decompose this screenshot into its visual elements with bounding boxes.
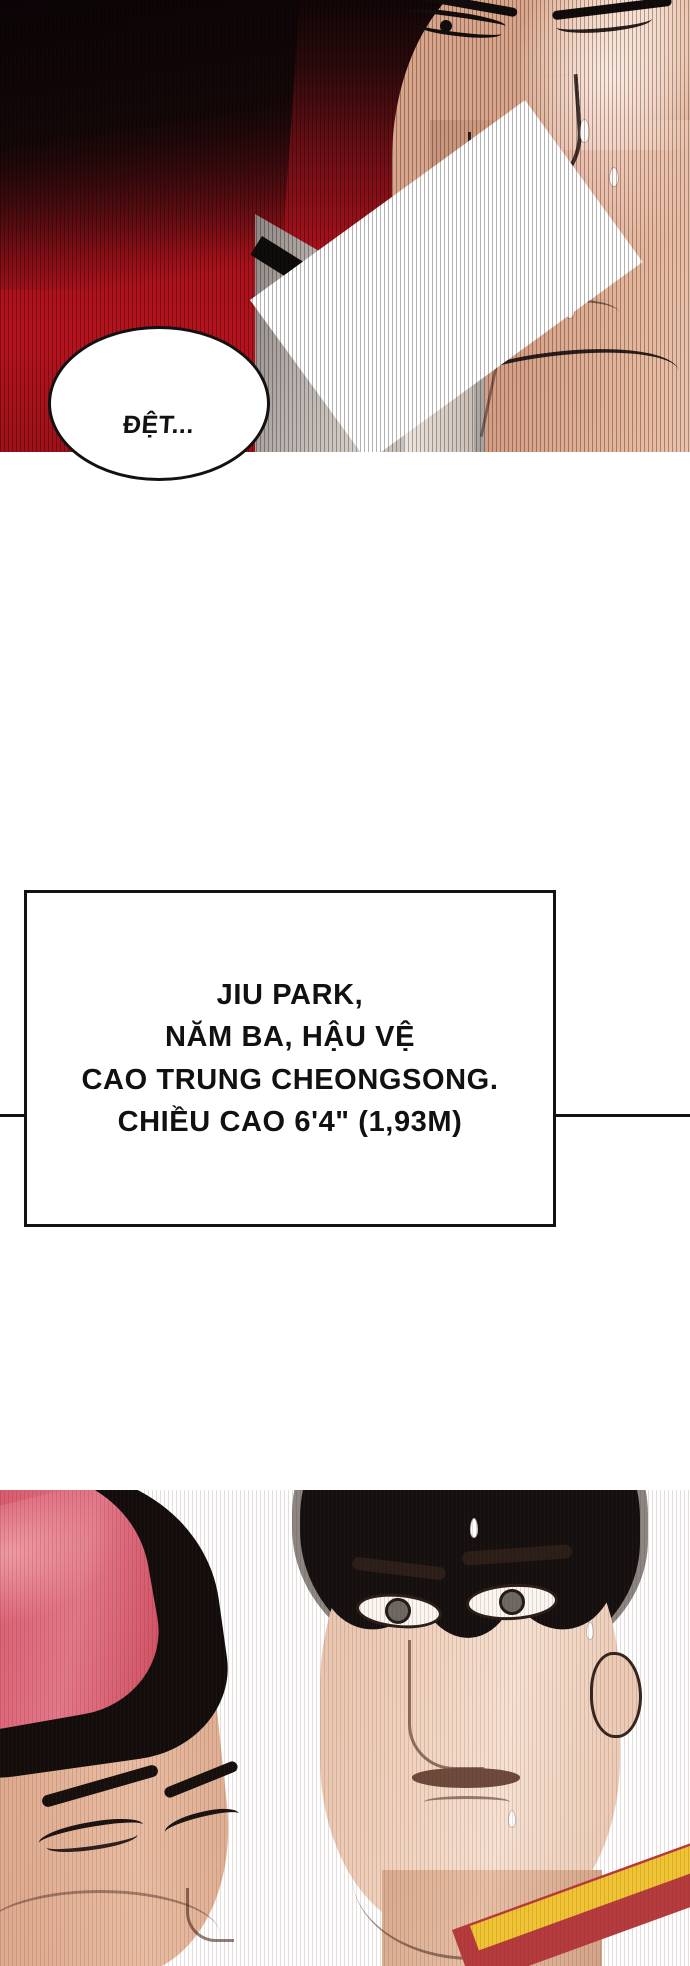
panel-2-right-character-ear xyxy=(590,1652,642,1738)
panel-2 xyxy=(0,1490,690,1966)
panel-1-pupil-left xyxy=(440,20,452,32)
panel-2-right-character-nose xyxy=(408,1640,484,1770)
panel-1-sweat-drop xyxy=(610,168,618,186)
panel-2-sweat-drop xyxy=(586,1622,594,1640)
caption-line-name: JIU PARK, xyxy=(216,979,364,1012)
panel-2-sweat-drop xyxy=(508,1810,516,1828)
speech-bubble-text: ĐỆT... xyxy=(122,411,196,439)
caption-box: JIU PARK, NĂM BA, HẬU VỆ CAO TRUNG CHEON… xyxy=(24,890,556,1227)
panel-2-left-character-cheek xyxy=(0,1890,220,1966)
caption-line-school: CAO TRUNG CHEONGSONG. xyxy=(81,1063,499,1096)
speech-bubble: ĐỆT... xyxy=(48,326,270,481)
panel-2-right-character-mouth xyxy=(412,1768,520,1788)
caption-line-year-position: NĂM BA, HẬU VỆ xyxy=(164,1021,416,1054)
panel-2-right-character-iris-right xyxy=(498,1588,526,1616)
panel-2-sweat-drop xyxy=(470,1518,478,1538)
panel-1-sweat-drop xyxy=(580,120,589,142)
panel-2-right-character-iris-left xyxy=(383,1596,413,1625)
panel-2-left-character-nose xyxy=(186,1888,234,1942)
caption-line-height: CHIỀU CAO 6'4" (1,93M) xyxy=(117,1105,463,1138)
